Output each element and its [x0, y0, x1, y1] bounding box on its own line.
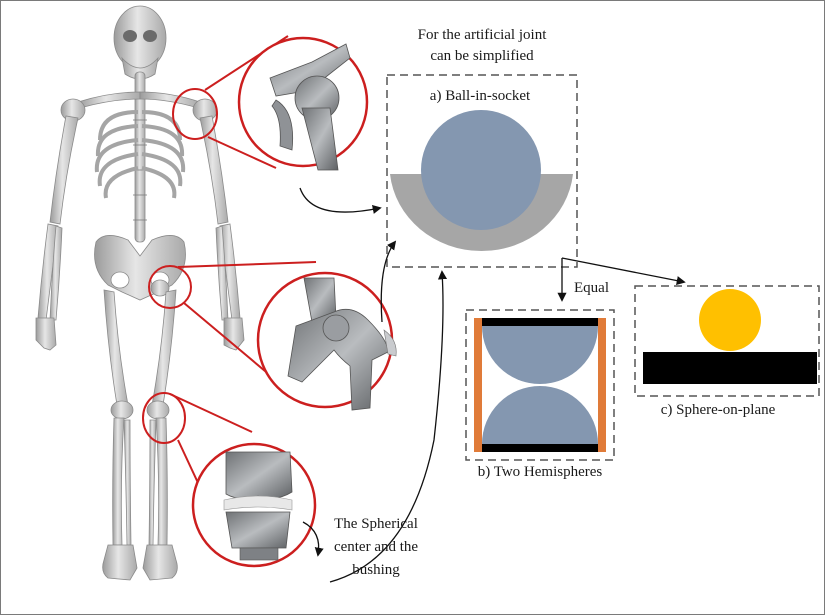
panel-b: b) Two Hemispheres: [466, 310, 614, 480]
shoulder-arrow: [300, 188, 380, 212]
right-side-plate: [598, 318, 606, 452]
panel-c: c) Sphere-on-plane: [635, 286, 819, 418]
lower-hemisphere: [482, 386, 598, 444]
panel-a: a) Ball-in-socket: [387, 75, 577, 267]
sphere: [699, 289, 761, 351]
panel-c-label: c) Sphere-on-plane: [661, 402, 776, 418]
skull-icon: [114, 6, 166, 70]
ball: [421, 110, 541, 230]
knee-zoom: [193, 444, 315, 566]
shoulder-zoom: [239, 38, 367, 170]
upper-hemisphere: [482, 326, 598, 384]
to-sphere-plane-arrow: [562, 258, 684, 282]
note-line-3: bushing: [352, 562, 400, 578]
plane: [643, 352, 817, 384]
left-side-plate: [474, 318, 482, 452]
hip-zoom: [258, 273, 396, 410]
header-line-2: can be simplified: [430, 48, 534, 64]
note-line-2: center and the: [334, 539, 418, 555]
knee-joint-icon: [224, 452, 292, 560]
panel-b-label: b) Two Hemispheres: [478, 464, 603, 480]
equal-label: Equal: [574, 280, 609, 296]
note-line-1: The Spherical: [334, 516, 418, 532]
header-line-1: For the artificial joint: [418, 27, 548, 43]
bottom-plate: [474, 444, 606, 452]
panel-a-label: a) Ball-in-socket: [430, 88, 531, 104]
top-plate: [474, 318, 606, 326]
